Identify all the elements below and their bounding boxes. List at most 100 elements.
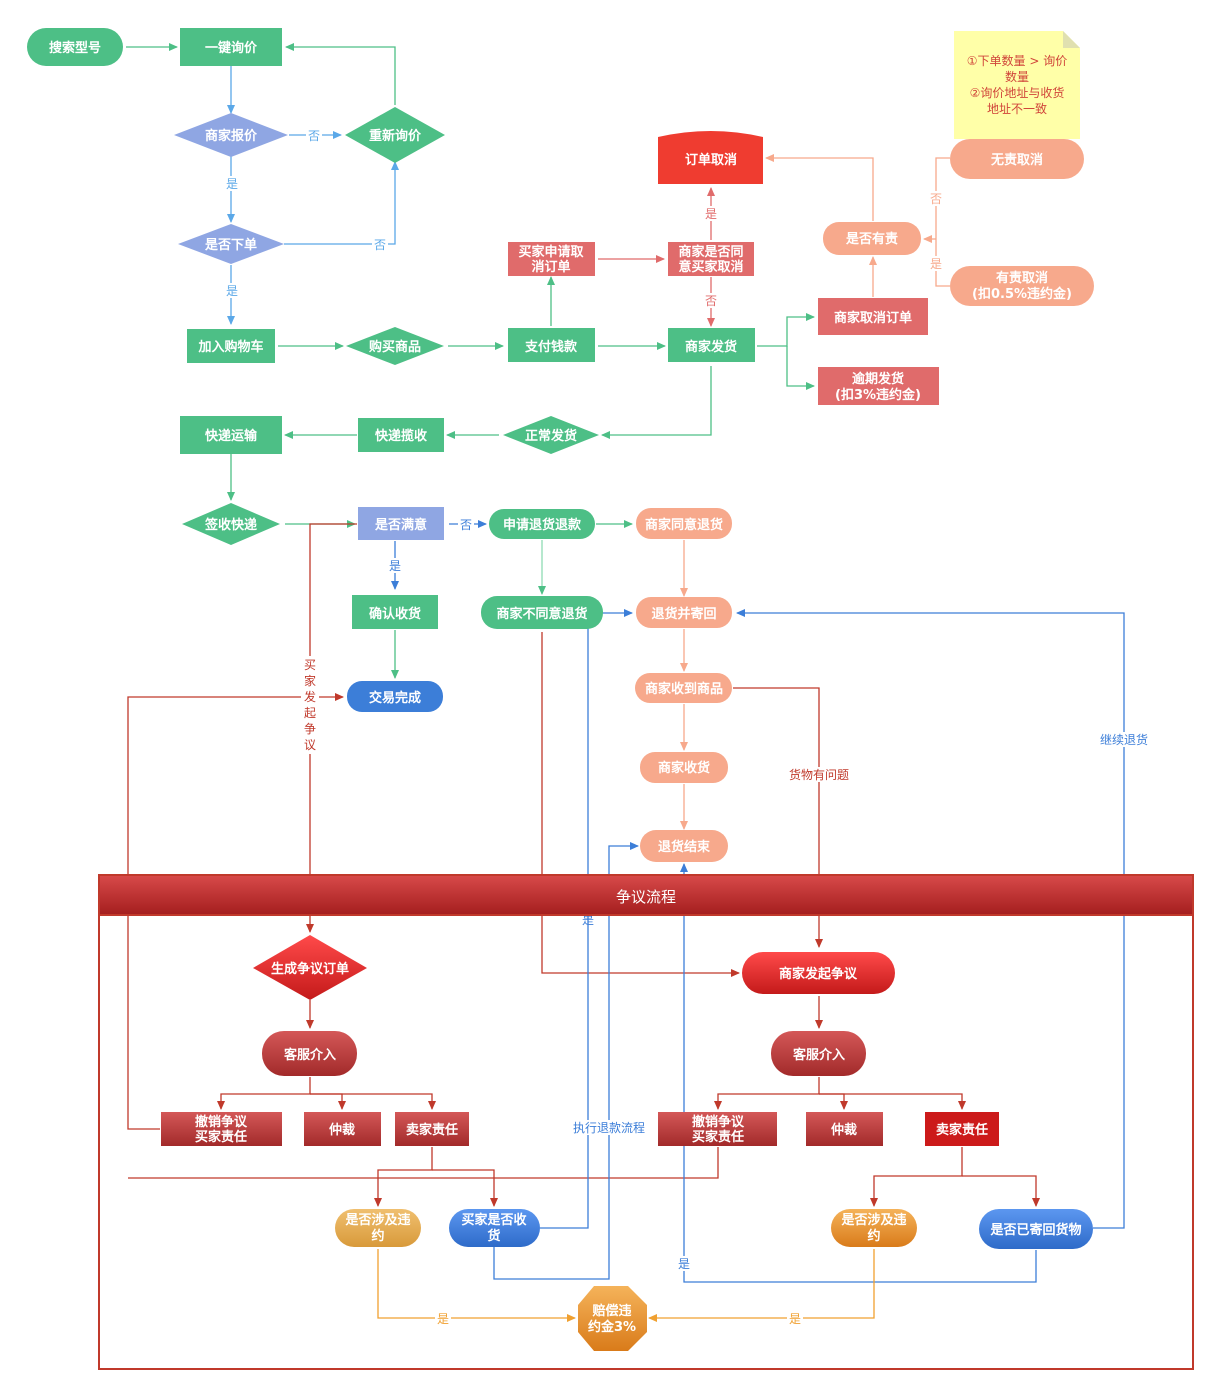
edge-label-goods-problem: 货物有问题: [789, 767, 849, 782]
svg-text:买: 买: [304, 658, 316, 672]
edge-label-yes: 是: [678, 1257, 690, 1271]
node-is-satisfied[interactable]: 是否满意: [358, 507, 444, 540]
svg-text:商家收货: 商家收货: [658, 760, 710, 776]
node-merchant-agree-return[interactable]: 商家同意退货: [636, 508, 732, 539]
node-courier-transport[interactable]: 快递运输: [180, 416, 282, 454]
node-confirm-receipt[interactable]: 确认收货: [352, 595, 438, 629]
node-fault-cancel[interactable]: 有责取消 (扣0.5%违约金): [950, 266, 1094, 306]
svg-text:货: 货: [487, 1228, 500, 1244]
node-merchant-ship[interactable]: 商家发货: [668, 328, 755, 362]
svg-text:是否下单: 是否下单: [204, 237, 257, 253]
node-merchant-accept[interactable]: 商家收货: [640, 752, 728, 783]
node-create-dispute[interactable]: 生成争议订单: [253, 935, 367, 1000]
svg-text:重新询价: 重新询价: [369, 128, 422, 144]
node-returned-goods[interactable]: 是否已寄回货物: [979, 1209, 1093, 1249]
node-pay[interactable]: 支付钱款: [508, 328, 595, 362]
svg-text:是否涉及违: 是否涉及违: [840, 1212, 906, 1228]
node-breach-right[interactable]: 是否涉及违 约: [831, 1209, 917, 1247]
node-buy-goods[interactable]: 购买商品: [346, 327, 444, 365]
node-normal-ship[interactable]: 正常发货: [503, 416, 599, 454]
edge-label-yes: 是: [226, 177, 238, 191]
svg-text:生成争议订单: 生成争议订单: [271, 961, 349, 977]
node-seller-fault-right[interactable]: 卖家责任: [925, 1112, 999, 1146]
svg-text:约: 约: [867, 1228, 880, 1244]
svg-text:商家发起争议: 商家发起争议: [779, 966, 858, 982]
edge-label-yes: 是: [789, 1312, 801, 1326]
node-no-fault-cancel[interactable]: 无责取消: [950, 139, 1084, 179]
svg-text:是否涉及违: 是否涉及违: [344, 1212, 410, 1228]
node-merchant-quote[interactable]: 商家报价: [174, 113, 288, 157]
svg-text:退货结束: 退货结束: [658, 839, 711, 855]
node-merchant-dispute[interactable]: 商家发起争议: [742, 952, 895, 994]
svg-text:约金3%: 约金3%: [588, 1319, 636, 1335]
node-compensate[interactable]: 赔偿违 约金3%: [578, 1286, 647, 1351]
node-merchant-received[interactable]: 商家收到商品: [635, 673, 732, 703]
node-re-inquiry[interactable]: 重新询价: [345, 107, 445, 163]
node-search-model[interactable]: 搜索型号: [27, 28, 123, 66]
node-return-ship[interactable]: 退货并寄回: [636, 597, 732, 628]
svg-text:逾期发货: 逾期发货: [852, 371, 904, 387]
node-merchant-agree-cancel[interactable]: 商家是否同 意买家取消: [668, 242, 754, 276]
edge-label-refund-process: 执行退款流程: [573, 1120, 645, 1135]
svg-text:加入购物车: 加入购物车: [197, 339, 263, 355]
node-apply-return[interactable]: 申请退货退款: [489, 509, 595, 539]
svg-text:商家报价: 商家报价: [205, 128, 258, 144]
node-deal-done[interactable]: 交易完成: [347, 681, 443, 712]
svg-text:客服介入: 客服介入: [284, 1047, 336, 1063]
node-seller-fault-left[interactable]: 卖家责任: [395, 1112, 469, 1146]
node-add-cart[interactable]: 加入购物车: [187, 329, 275, 363]
svg-text:仲裁: 仲裁: [831, 1122, 857, 1138]
node-cs-left[interactable]: 客服介入: [262, 1031, 357, 1076]
svg-text:无责取消: 无责取消: [990, 152, 1043, 168]
node-cs-right[interactable]: 客服介入: [771, 1031, 866, 1076]
node-buyer-cancel-request[interactable]: 买家申请取 消订单: [508, 242, 595, 276]
svg-text:赔偿违: 赔偿违: [591, 1303, 631, 1319]
svg-text:商家收到商品: 商家收到商品: [645, 681, 723, 697]
svg-text:发: 发: [304, 689, 316, 704]
svg-text:卖家责任: 卖家责任: [936, 1122, 988, 1138]
svg-text:买家申请取: 买家申请取: [518, 244, 584, 260]
buyer-dispute-label: 买 家 发 起 争 议: [301, 656, 319, 754]
node-courier-pickup[interactable]: 快递揽收: [358, 418, 444, 452]
svg-text:撤销争议: 撤销争议: [692, 1114, 745, 1130]
edge-labels: 否 是 否 是 是 否 否 是 否 是 买 家 发 起 争 议 货物有问题 继续…: [224, 128, 1152, 1326]
node-is-responsible[interactable]: 是否有责: [823, 222, 921, 255]
node-buyer-received[interactable]: 买家是否收 货: [449, 1209, 540, 1247]
edge-label-no: 否: [374, 238, 386, 252]
svg-text:签收快递: 签收快递: [204, 517, 257, 533]
node-overdue-ship[interactable]: 逾期发货 (扣3%违约金): [818, 367, 939, 405]
edge-label-yes: 是: [930, 257, 942, 271]
node-one-click-inquiry[interactable]: 一键询价: [180, 28, 282, 66]
node-order-cancel[interactable]: 订单取消: [658, 131, 763, 184]
edges: [126, 43, 1125, 1322]
node-arbitrate-left[interactable]: 仲裁: [304, 1112, 381, 1146]
edge-label-no: 否: [930, 192, 942, 206]
edge-label-yes: 是: [389, 559, 401, 573]
svg-text:商家不同意退货: 商家不同意退货: [496, 606, 587, 622]
note-line: 数量: [1005, 69, 1029, 84]
svg-text:约: 约: [371, 1228, 384, 1244]
note-line: ②询价地址与收货: [970, 85, 1065, 100]
svg-text:(扣0.5%违约金): (扣0.5%违约金): [972, 286, 1072, 302]
node-place-order[interactable]: 是否下单: [178, 224, 284, 264]
node-cancel-dispute-right[interactable]: 撤销争议 买家责任: [658, 1112, 777, 1146]
svg-text:客服介入: 客服介入: [793, 1047, 845, 1063]
dispute-title: 争议流程: [616, 888, 676, 906]
node-breach-left[interactable]: 是否涉及违 约: [335, 1209, 421, 1247]
dispute-section: 争议流程: [98, 874, 1194, 1370]
node-merchant-disagree-return[interactable]: 商家不同意退货: [481, 596, 603, 629]
svg-text:商家取消订单: 商家取消订单: [834, 310, 912, 326]
svg-text:家: 家: [304, 673, 316, 688]
svg-text:是否有责: 是否有责: [845, 231, 898, 247]
svg-text:确认收货: 确认收货: [369, 606, 421, 622]
svg-text:快递运输: 快递运输: [205, 428, 258, 444]
edge-label-yes: 是: [437, 1312, 449, 1326]
node-merchant-cancel[interactable]: 商家取消订单: [818, 298, 928, 335]
svg-text:撤销争议: 撤销争议: [195, 1114, 248, 1130]
node-cancel-dispute-left[interactable]: 撤销争议 买家责任: [161, 1112, 282, 1146]
node-return-end[interactable]: 退货结束: [640, 830, 728, 862]
node-sign-receipt[interactable]: 签收快递: [182, 503, 280, 545]
node-arbitrate-right[interactable]: 仲裁: [806, 1112, 883, 1146]
svg-text:正常发货: 正常发货: [525, 428, 577, 444]
